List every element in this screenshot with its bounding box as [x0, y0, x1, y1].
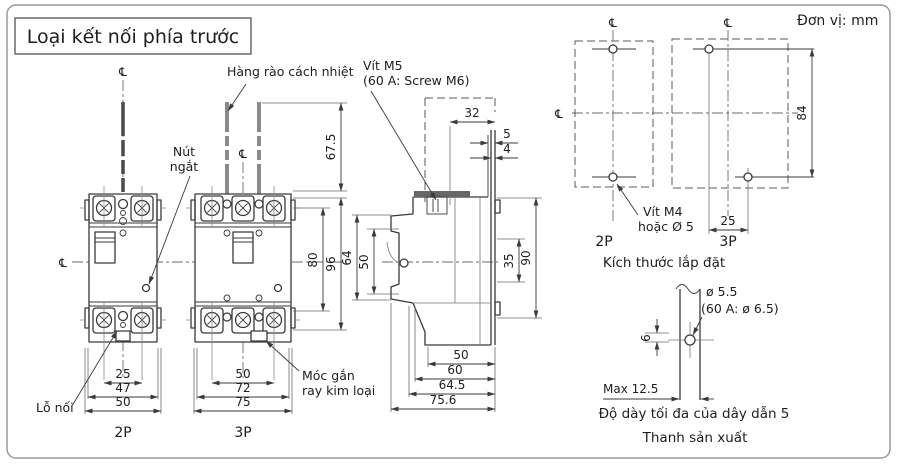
mount-hole-3p-top [704, 44, 714, 54]
label-2p: 2P [114, 425, 131, 441]
label-3p: 3P [234, 425, 251, 441]
dim-35: 35 [502, 253, 516, 268]
din-clip-2p [115, 330, 131, 342]
dim-50-bottom: 50 [453, 348, 468, 362]
centerline-symbol: ℄ [118, 65, 127, 79]
dim-50-3p: 50 [235, 367, 250, 381]
front-vertical-dimensions: 67.5 96 80 [262, 102, 347, 331]
label-conductor-note: Độ dày tối đa của dây dẫn 5 [599, 405, 790, 422]
dim-32: 32 [464, 106, 479, 120]
dim-60-bottom: 60 [447, 363, 462, 377]
handle-3p [232, 231, 254, 264]
dim-5: 5 [503, 127, 511, 141]
handle-2p [94, 231, 116, 264]
mount-outline-3p [671, 38, 789, 189]
dim-75-6-bottom: 75.6 [430, 393, 457, 407]
leader-insulation-barrier [227, 83, 247, 112]
connection-hole-bottom [117, 310, 129, 322]
dim-96: 96 [324, 256, 338, 271]
label-screw-m4-line1: Vít M4 [643, 204, 683, 219]
centerline-symbol: ℄ [723, 16, 732, 30]
leader-hole-dia [692, 316, 703, 336]
busbar-detail: ø 5.5 (60 A: ø 6.5) 6 Max 12.5 Độ dày tố… [599, 284, 790, 446]
dim-4: 4 [503, 142, 511, 156]
centerline-symbol: ℄ [58, 256, 67, 270]
label-mount-3p: 3P [719, 234, 736, 250]
leader-connection-hole [71, 330, 118, 407]
dim-47-2p: 47 [115, 381, 130, 395]
label-busbar: Thanh sản xuất [642, 430, 748, 446]
dim-72-3p: 72 [235, 381, 250, 395]
centerline-symbol: ℄ [608, 16, 617, 30]
label-trip-button-line1: Nút [173, 144, 195, 159]
label-hole-dia-line2: (60 A: ø 6.5) [701, 301, 779, 316]
label-screw-m4-line2: hoặc Ø 5 [638, 219, 694, 234]
terminal-screw-side [426, 196, 448, 215]
label-mount-2p: 2P [595, 234, 612, 250]
dim-50-2p: 50 [115, 395, 130, 409]
centerline-symbol: ℄ [554, 107, 563, 121]
breaker-2p-front-view: ℄ ℄ [36, 65, 347, 441]
title-box: Loại kết nối phía trước [14, 17, 252, 55]
title-box-border [14, 17, 252, 55]
unit-note: Đơn vị: mm [797, 13, 878, 29]
dim-25-2p: 25 [115, 367, 130, 381]
mounting-layout: ℄ ℄ ℄ 84 25 Vít M4 hoặc Ø 5 2P 3P Kích t… [554, 16, 815, 271]
mount-hole-2p-top [608, 44, 618, 54]
leader-trip-button [148, 175, 191, 285]
label-connection-hole: Lỗ nối [36, 400, 74, 415]
dim-25-mount: 25 [720, 214, 735, 228]
dim-50-side: 50 [357, 254, 371, 269]
label-insulation-barrier: Hàng rào cách nhiệt [227, 64, 354, 79]
dim-64: 64 [340, 250, 354, 265]
page-title: Loại kết nối phía trước [27, 26, 239, 48]
breaker-3p-front-view: ℄ [186, 102, 375, 441]
terminal-cover-dashed [424, 97, 496, 202]
label-max-thickness: Max 12.5 [603, 382, 658, 396]
connection-hole-top [117, 198, 129, 210]
mount-hole-3p-bottom [743, 172, 753, 182]
label-screw-m5-line1: Vít M5 [363, 58, 403, 73]
dim-84: 84 [795, 105, 809, 120]
trip-button-3p [273, 283, 283, 293]
dim-75-3p: 75 [235, 395, 250, 409]
breaker-side-view: 32 5 4 64 50 35 90 50 60 6 [340, 58, 542, 412]
dim-90: 90 [519, 250, 533, 265]
break-symbol [675, 284, 701, 294]
leader-screw-m4 [616, 183, 639, 216]
rail-hook-bottom [494, 301, 501, 316]
rail-hook-top [494, 199, 501, 214]
dim-67-5: 67.5 [324, 134, 338, 161]
page-border [6, 4, 891, 459]
rail-screw [399, 258, 409, 268]
terminal-strip [414, 191, 470, 197]
terminal-screw [231, 307, 255, 334]
leader-din-rail-hook [265, 340, 300, 372]
label-mounting-dimensions: Kích thước lắp đặt [603, 254, 725, 271]
label-din-rail-hook-line1: Móc gắn [302, 368, 355, 383]
leader-screw-m5 [370, 90, 437, 201]
busbar-hole [684, 334, 696, 346]
dim-6: 6 [639, 334, 653, 342]
dim-64-5-bottom: 64.5 [439, 378, 466, 392]
trip-button-2p [141, 283, 151, 293]
label-din-rail-hook-line2: ray kim loại [302, 383, 375, 398]
centerline-symbol: ℄ [238, 147, 247, 161]
dim-80: 80 [306, 252, 320, 267]
mount-hole-2p-bottom [608, 172, 618, 182]
mount-outline-2p [574, 40, 654, 188]
din-clip-3p [250, 330, 268, 342]
side-profile [390, 197, 491, 346]
label-trip-button-line2: ngắt [170, 159, 199, 174]
label-hole-dia-line1: ø 5.5 [706, 284, 738, 299]
label-screw-m5-line2: (60 A: Screw M6) [363, 73, 469, 88]
terminal-screw [231, 195, 255, 222]
